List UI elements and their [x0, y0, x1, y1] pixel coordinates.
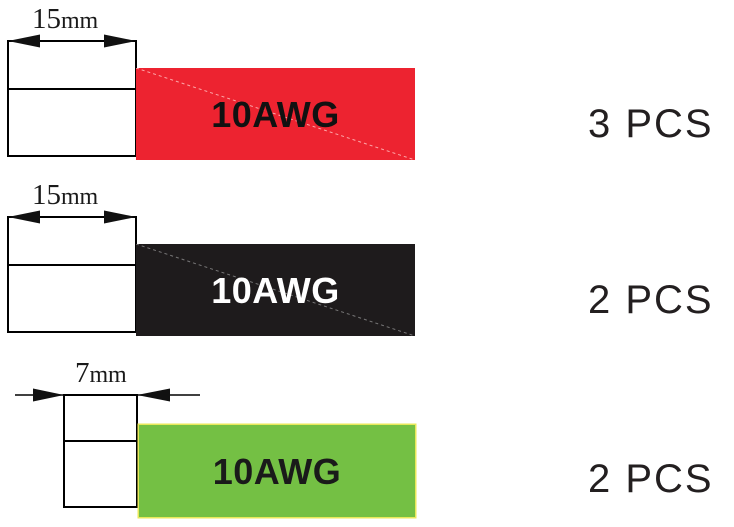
dimension-label: 7mm	[75, 357, 127, 389]
dimension-drawing	[15, 388, 200, 508]
dimension-unit: mm	[61, 184, 98, 210]
dimension-label: 15mm	[32, 5, 98, 34]
product-row: 15mm 10AWG 2 PCS	[0, 176, 734, 352]
dimension-unit: mm	[89, 362, 127, 388]
dimension-value: 15	[32, 3, 61, 35]
wire-gauge-label: 10AWG	[211, 270, 340, 311]
quantity-label: 3 PCS	[588, 102, 714, 146]
dimension-drawing	[7, 34, 137, 157]
product-row: 15mm 10AWG 3 PCS	[0, 0, 734, 176]
product-row: 7mm 10AWG 2 PCS	[0, 352, 734, 527]
wire-swatch-green: 10AWG	[139, 425, 415, 517]
dimension-unit: mm	[61, 8, 98, 34]
quantity-label: 2 PCS	[588, 278, 714, 322]
dimension-value: 15	[32, 179, 61, 211]
dimension-drawing	[7, 210, 137, 333]
wire-swatch-red: 10AWG	[136, 68, 415, 160]
wire-gauge-label: 10AWG	[211, 94, 340, 135]
quantity-label: 2 PCS	[588, 457, 714, 501]
wire-swatch-black: 10AWG	[136, 244, 415, 336]
wire-gauge-label: 10AWG	[212, 451, 342, 492]
dimension-value: 7	[75, 357, 90, 389]
dimension-label: 15mm	[32, 181, 98, 210]
